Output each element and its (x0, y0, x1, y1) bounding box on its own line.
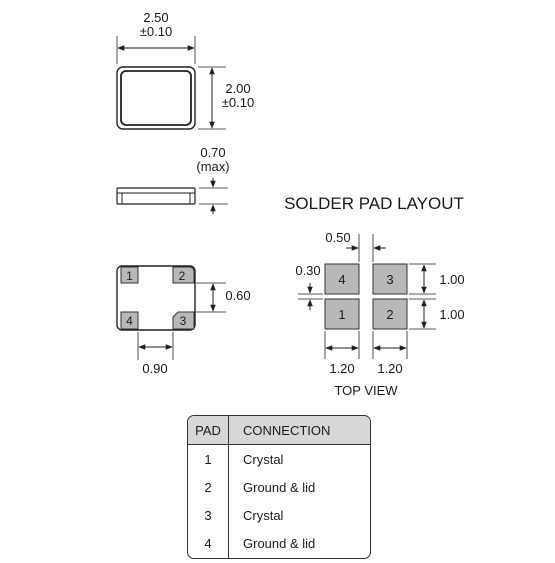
table-header-row: PAD CONNECTION (188, 416, 370, 445)
thickness-note: (max) (196, 159, 229, 174)
package-side-view (116, 187, 196, 205)
solder-pad-3: 3 (386, 272, 393, 287)
header-pad: PAD (188, 416, 229, 445)
pad-gap-x-value: 0.50 (325, 230, 350, 245)
pad-number: 4 (188, 529, 229, 558)
pad-gap-y-value: 0.30 (295, 263, 320, 278)
solder-pad-1: 1 (338, 307, 345, 322)
width-tolerance: ±0.10 (140, 24, 172, 39)
pad-number: 3 (188, 501, 229, 530)
pad-gap-y-dimension: 0.30 (295, 263, 323, 310)
pad-pitch-x-dimension: 0.90 (137, 332, 174, 376)
header-connection: CONNECTION (228, 416, 370, 445)
pad-connection: Ground & lid (243, 479, 316, 495)
thickness-value: 0.70 (200, 145, 225, 160)
width-value: 2.50 (143, 10, 168, 25)
pad-connection-table: PAD CONNECTION 1 Crystal 2 Ground & lid … (187, 415, 371, 559)
pad-number: 2 (188, 473, 229, 502)
bottom-pin-4: 4 (126, 314, 133, 328)
pad-width-dimensions: 1.20 1.20 (324, 331, 408, 376)
pad-connection: Crystal (243, 451, 284, 467)
bottom-pin-1: 1 (126, 269, 133, 283)
pad-height-dimensions: 1.00 1.00 (409, 263, 465, 330)
pad-connection: Ground & lid (243, 536, 316, 552)
pad-gap-x-dimension: 0.50 (325, 230, 386, 262)
bottom-pin-3: 3 (180, 314, 187, 328)
table-row: 1 Crystal (188, 444, 370, 474)
table-row: 3 Crystal (188, 501, 370, 530)
pad-number: 1 (188, 444, 229, 474)
solder-pad-2: 2 (386, 307, 393, 322)
table-row: 4 Ground & lid (188, 529, 370, 558)
package-top-view (116, 66, 196, 130)
pad-width-right-value: 1.20 (377, 361, 402, 376)
pad-width-left-value: 1.20 (329, 361, 354, 376)
solder-pad-4: 4 (338, 272, 345, 287)
solder-layout-title: SOLDER PAD LAYOUT (284, 194, 464, 213)
pad-connection: Crystal (243, 508, 284, 524)
package-bottom-view: 1 2 4 3 (116, 265, 196, 331)
height-dimension: 2.00 ±0.10 (198, 66, 254, 130)
solder-pads: 4 3 1 2 (324, 263, 408, 330)
pad-height-top-value: 1.00 (439, 272, 464, 287)
top-view-label: TOP VIEW (334, 383, 398, 398)
width-dimension: 2.50 ±0.10 (116, 10, 196, 64)
height-tolerance: ±0.10 (222, 95, 254, 110)
thickness-dimension: 0.70 (max) (196, 145, 230, 214)
table-row: 2 Ground & lid (188, 473, 370, 502)
bottom-pin-2: 2 (179, 269, 186, 283)
pad-pitch-y-value: 0.60 (225, 288, 250, 303)
pad-pitch-x-value: 0.90 (142, 361, 167, 376)
height-value: 2.00 (225, 81, 250, 96)
pad-pitch-y-dimension: 0.60 (196, 282, 251, 313)
pad-height-bottom-value: 1.00 (439, 307, 464, 322)
